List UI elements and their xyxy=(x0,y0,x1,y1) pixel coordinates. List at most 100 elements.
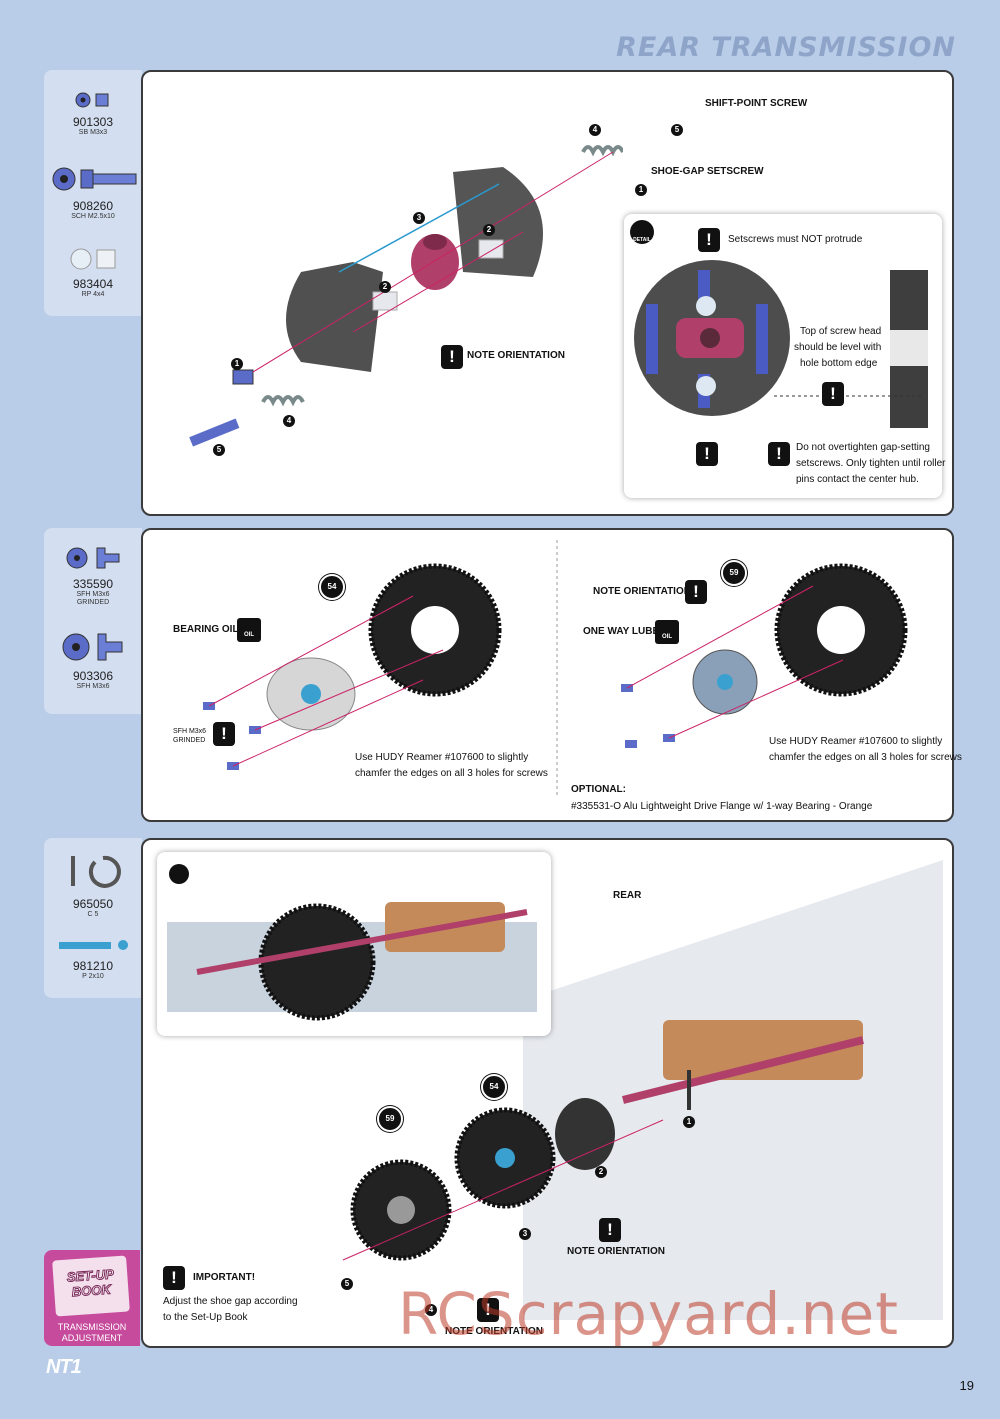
screw-head-note-3: hole bottom edge xyxy=(800,358,878,369)
optional-label: OPTIONAL: xyxy=(571,784,626,795)
part-number: 965050 xyxy=(72,897,114,911)
part-number: 908260 xyxy=(72,199,114,213)
part-901303: 901303 SB M3x3 xyxy=(44,92,142,137)
warning-icon: ! xyxy=(822,382,844,406)
warning-icon: ! xyxy=(441,345,463,369)
warning-icon: ! xyxy=(213,722,235,746)
note-orientation-label: NOTE ORIENTATION xyxy=(593,586,691,597)
cap-screw-icon xyxy=(52,167,137,191)
callout-4: 4 xyxy=(283,415,295,427)
warning-icon: ! xyxy=(685,580,707,604)
arrow-pink xyxy=(626,585,814,689)
setscrew xyxy=(232,369,254,385)
overtighten-note-3: pins contact the center hub. xyxy=(796,474,919,485)
warning-icon: ! xyxy=(696,442,718,466)
important-text-2: to the Set-Up Book xyxy=(163,1312,248,1323)
spring xyxy=(261,395,305,407)
pin xyxy=(687,1070,691,1110)
flat-head-screw-icon xyxy=(62,633,123,661)
warning-icon: ! xyxy=(163,1266,185,1290)
callout-1: 1 xyxy=(635,184,647,196)
spur-gear-panel: 54 BEARING OIL OIL SFH M3x6 GRINDED ! Us… xyxy=(141,528,962,822)
clutch-exploded-diagram xyxy=(189,145,623,447)
important-text-1: Adjust the shoe gap according xyxy=(163,1296,298,1307)
part-desc: C 5 xyxy=(87,911,99,918)
part-908260: 908260 SCH M2.5x10 xyxy=(44,166,142,221)
part-983404: 983404 RP 4x4 xyxy=(44,248,142,299)
part-desc: P 2x10 xyxy=(82,973,104,980)
shoe-gap-setscrew-label: SHOE-GAP SETSCREW xyxy=(651,166,764,177)
shift-point-screw-label: SHIFT-POINT SCREW xyxy=(705,98,808,109)
warning-icon: ! xyxy=(768,442,790,466)
assembled-view xyxy=(167,864,537,1021)
note-orientation-label: NOTE ORIENTATION xyxy=(567,1246,665,1257)
callout-1: 1 xyxy=(231,358,243,370)
rear-label: REAR xyxy=(613,890,642,901)
setup-book-caption-2: ADJUSTMENT xyxy=(61,1333,123,1343)
part-981210: 981210 P 2x10 xyxy=(44,938,142,981)
important-title: IMPORTANT! xyxy=(193,1272,256,1283)
roller-pin xyxy=(478,239,504,259)
part-number: 981210 xyxy=(72,959,114,973)
setup-book-icon: SET-UP BOOK xyxy=(52,1255,130,1317)
sfh-screw-label-1: SFH M3x6 xyxy=(173,728,207,735)
arrow-pink xyxy=(342,1119,664,1261)
watermark: RCScrapyard.net xyxy=(398,1280,899,1348)
part-desc: SFH M3x6 xyxy=(76,591,110,598)
reamer-note-right-2: chamfer the edges on all 3 holes for scr… xyxy=(769,752,962,763)
setscrew-icon xyxy=(75,92,109,108)
tools-icon xyxy=(169,864,189,884)
roller-pin-icon xyxy=(70,248,116,270)
warning-icon: ! xyxy=(698,228,720,252)
reamer-note-right-1: Use HUDY Reamer #107600 to slightly xyxy=(769,736,943,747)
callout-3: 3 xyxy=(519,1228,531,1240)
arrow-pink xyxy=(668,659,844,739)
callout-1: 1 xyxy=(683,1116,695,1128)
setup-book-caption-1: TRANSMISSION xyxy=(57,1322,127,1332)
part-desc: SCH M2.5x10 xyxy=(71,213,115,220)
arrow-pink xyxy=(254,649,444,731)
gear-59-badge: 59 xyxy=(721,560,747,586)
clutch-hub xyxy=(411,234,459,290)
installation-panel: REAR 54 59 ! NOTE ORIENTATION ! NOTE ORI… xyxy=(141,838,954,1348)
arrow-cyan xyxy=(338,183,500,273)
gear-54-badge: 54 xyxy=(481,1074,507,1100)
parts-sidebar-2: 335590 SFH M3x6 GRINDED 903306 SFH M3x6 xyxy=(44,528,142,714)
warning-icon: ! xyxy=(599,1218,621,1242)
parts-sidebar-1: 901303 SB M3x3 908260 SCH M2.5x10 983404… xyxy=(44,70,142,316)
part-desc: SFH M3x6 xyxy=(76,683,110,690)
callout-3: 3 xyxy=(413,212,425,224)
arrow-pink xyxy=(208,595,414,707)
callout-2: 2 xyxy=(595,1166,607,1178)
setscrew xyxy=(698,270,710,304)
note-orientation-label: NOTE ORIENTATION xyxy=(467,350,565,361)
bearing-oil-label: BEARING OIL xyxy=(173,624,239,635)
setscrews-note: Setscrews must NOT protrude xyxy=(728,234,863,245)
assembled-inset xyxy=(157,852,551,1036)
c-clip-icon xyxy=(71,855,121,888)
page-number: 19 xyxy=(959,1378,974,1393)
detail-box: DETAIL ! Setscrews must NOT protrude Top… xyxy=(624,214,946,498)
oil-icon: OIL xyxy=(655,620,679,644)
part-903306: 903306 SFH M3x6 xyxy=(44,632,142,691)
detail-diagram xyxy=(634,260,928,428)
part-number: 903306 xyxy=(72,669,114,683)
parts-sidebar-3: 965050 C 5 981210 P 2x10 xyxy=(44,838,142,998)
screw-head-note-2: should be level with xyxy=(794,342,882,353)
part-335590: 335590 SFH M3x6 GRINDED xyxy=(44,546,142,607)
callout-5: 5 xyxy=(213,444,225,456)
overtighten-note-1: Do not overtighten gap-setting xyxy=(796,442,930,453)
clutch-shoe-left xyxy=(286,262,383,372)
optional-text: #335531-O Alu Lightweight Drive Flange w… xyxy=(571,801,873,812)
flat-head-screw-icon xyxy=(66,547,120,569)
clutch-bell xyxy=(555,1098,615,1170)
diff-mount xyxy=(663,1020,863,1080)
callout-4: 4 xyxy=(425,1304,437,1316)
brand-logo: NT1 xyxy=(46,1356,82,1378)
spring xyxy=(581,145,623,157)
part-number: 335590 xyxy=(72,577,114,591)
part-desc: RP 4x4 xyxy=(81,291,105,298)
sfh-screw-label-2: GRINDED xyxy=(173,737,206,744)
part-number: 983404 xyxy=(72,277,114,291)
gear-54-badge: 54 xyxy=(319,574,345,600)
